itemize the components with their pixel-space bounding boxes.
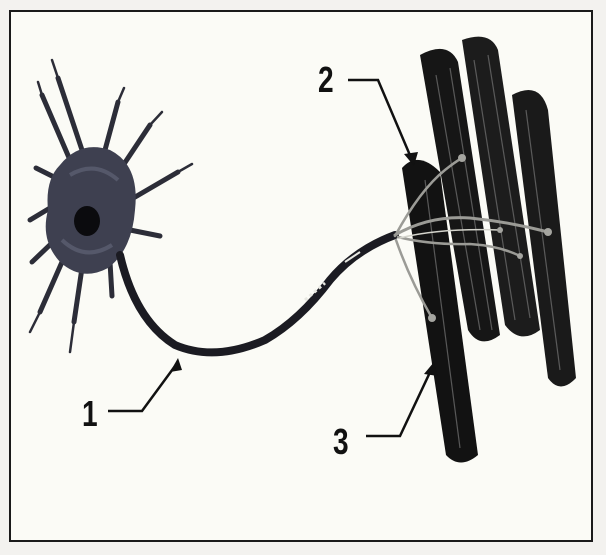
label-3-leader — [366, 362, 438, 436]
axon — [120, 235, 395, 352]
neuron-cell-body — [30, 60, 192, 352]
label-1: 1 — [82, 396, 98, 432]
label-3: 3 — [333, 424, 349, 460]
label-2: 2 — [318, 62, 334, 98]
label-1-leader — [108, 358, 182, 411]
label-2-leader — [348, 80, 418, 166]
muscle-fibers — [402, 37, 576, 463]
nucleus — [74, 206, 100, 236]
